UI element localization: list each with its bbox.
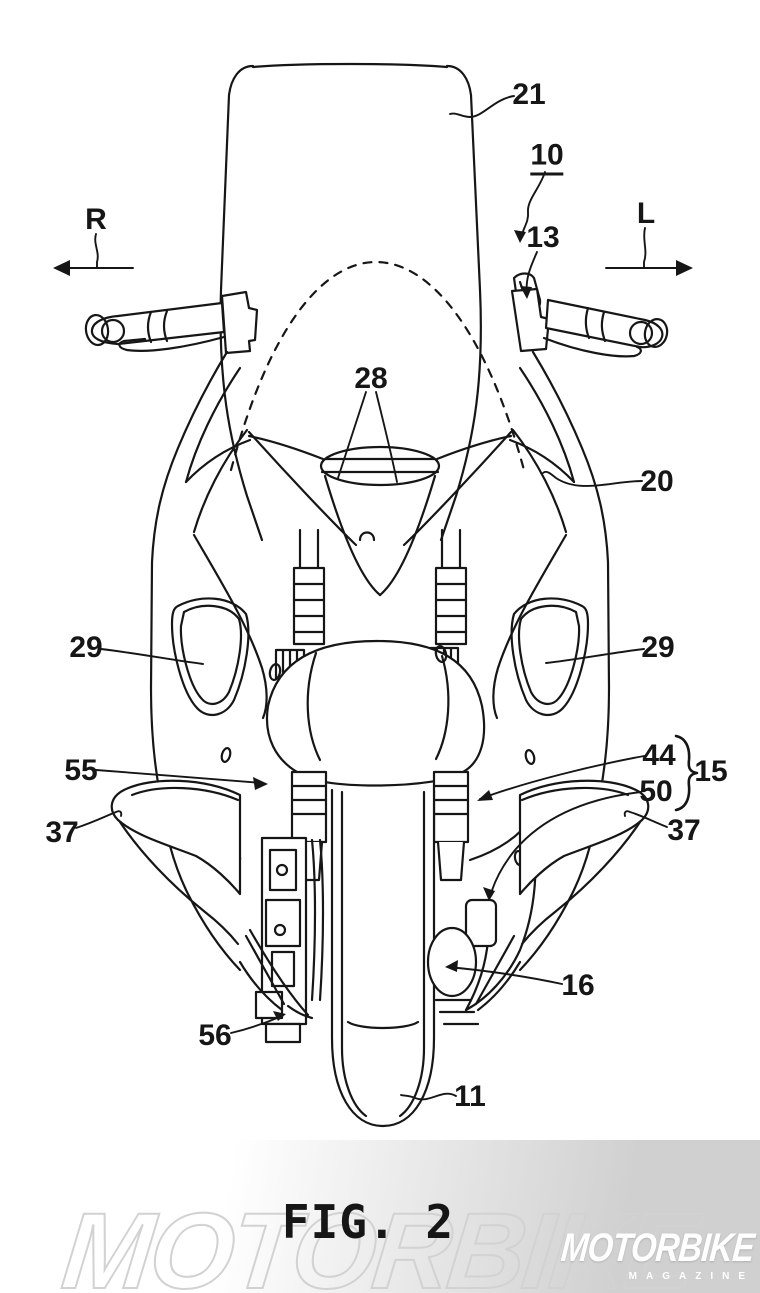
ref-label-37-left: 37 [45, 816, 79, 849]
ref-label-16: 16 [561, 969, 595, 1002]
ref-label-11: 11 [454, 1080, 486, 1113]
magazine-logo-title: MOTORBIKE [559, 1226, 756, 1270]
ref-label-55: 55 [64, 754, 98, 787]
headlight-left [170, 597, 250, 717]
ref-label-15: 15 [694, 755, 728, 788]
magazine-logo-subtitle: MAGAZINE [628, 1271, 754, 1282]
figure-caption: FIG. 2 [281, 1195, 455, 1249]
ref-label-37-right: 37 [667, 814, 701, 847]
front-tire [330, 788, 436, 1128]
arrowheads [53, 230, 693, 1021]
fork-upper [274, 528, 468, 680]
ref-label-29-left: 29 [69, 631, 103, 664]
reflector-and-steps [426, 926, 480, 1026]
ref-label-20: 20 [640, 465, 674, 498]
brake-cluster-left [254, 836, 325, 1044]
lower-cowl [238, 928, 522, 1017]
direction-label-l: L [636, 197, 656, 230]
ref-label-50: 50 [639, 775, 673, 808]
ref-label-10: 10 [530, 139, 564, 176]
ref-label-21: 21 [512, 78, 546, 111]
side-pod-right [518, 779, 650, 946]
watermark-text: MOTORBIKE [57, 1190, 706, 1293]
headlight-right [510, 597, 590, 717]
ref-label-56: 56 [198, 1019, 232, 1052]
bottom-gradient-band [0, 1140, 760, 1293]
front-cowl [149, 350, 611, 972]
front-fender [265, 639, 486, 787]
ref-label-28: 28 [354, 362, 388, 395]
ref-label-13: 13 [526, 221, 560, 254]
handlebar-right [510, 272, 669, 358]
handlebar-left [84, 290, 259, 355]
ref-label-44: 44 [642, 739, 676, 772]
ref-label-29-right: 29 [641, 631, 675, 664]
leader-lines [53, 95, 699, 1101]
direction-label-r: R [85, 203, 107, 236]
side-pod-left [110, 779, 242, 946]
magazine-logo: MOTORBIKE MAGAZINE [519, 1226, 756, 1282]
